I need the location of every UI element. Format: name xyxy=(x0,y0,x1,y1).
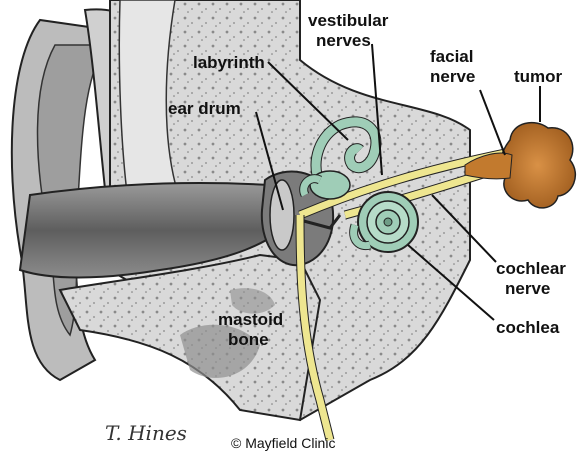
label-vestibular-line1: vestibular xyxy=(308,11,389,30)
label-ear-drum: ear drum xyxy=(168,99,241,118)
artist-signature: T. Hines xyxy=(105,421,187,445)
label-cochlea: cochlea xyxy=(496,318,560,337)
tumor-mass xyxy=(465,123,575,208)
label-cochlear-line1: cochlear xyxy=(496,259,566,278)
label-facial-line1: facial xyxy=(430,47,473,66)
label-cochlear-line2: nerve xyxy=(505,279,550,298)
label-vestibular-line2: nerves xyxy=(316,31,371,50)
label-facial-line2: nerve xyxy=(430,67,475,86)
label-mastoid-line1: mastoid xyxy=(218,310,283,329)
label-labyrinth: labyrinth xyxy=(193,53,265,72)
label-mastoid-line2: bone xyxy=(228,330,269,349)
label-tumor: tumor xyxy=(514,67,563,86)
copyright-credit: © Mayfield Clinic xyxy=(231,435,335,451)
